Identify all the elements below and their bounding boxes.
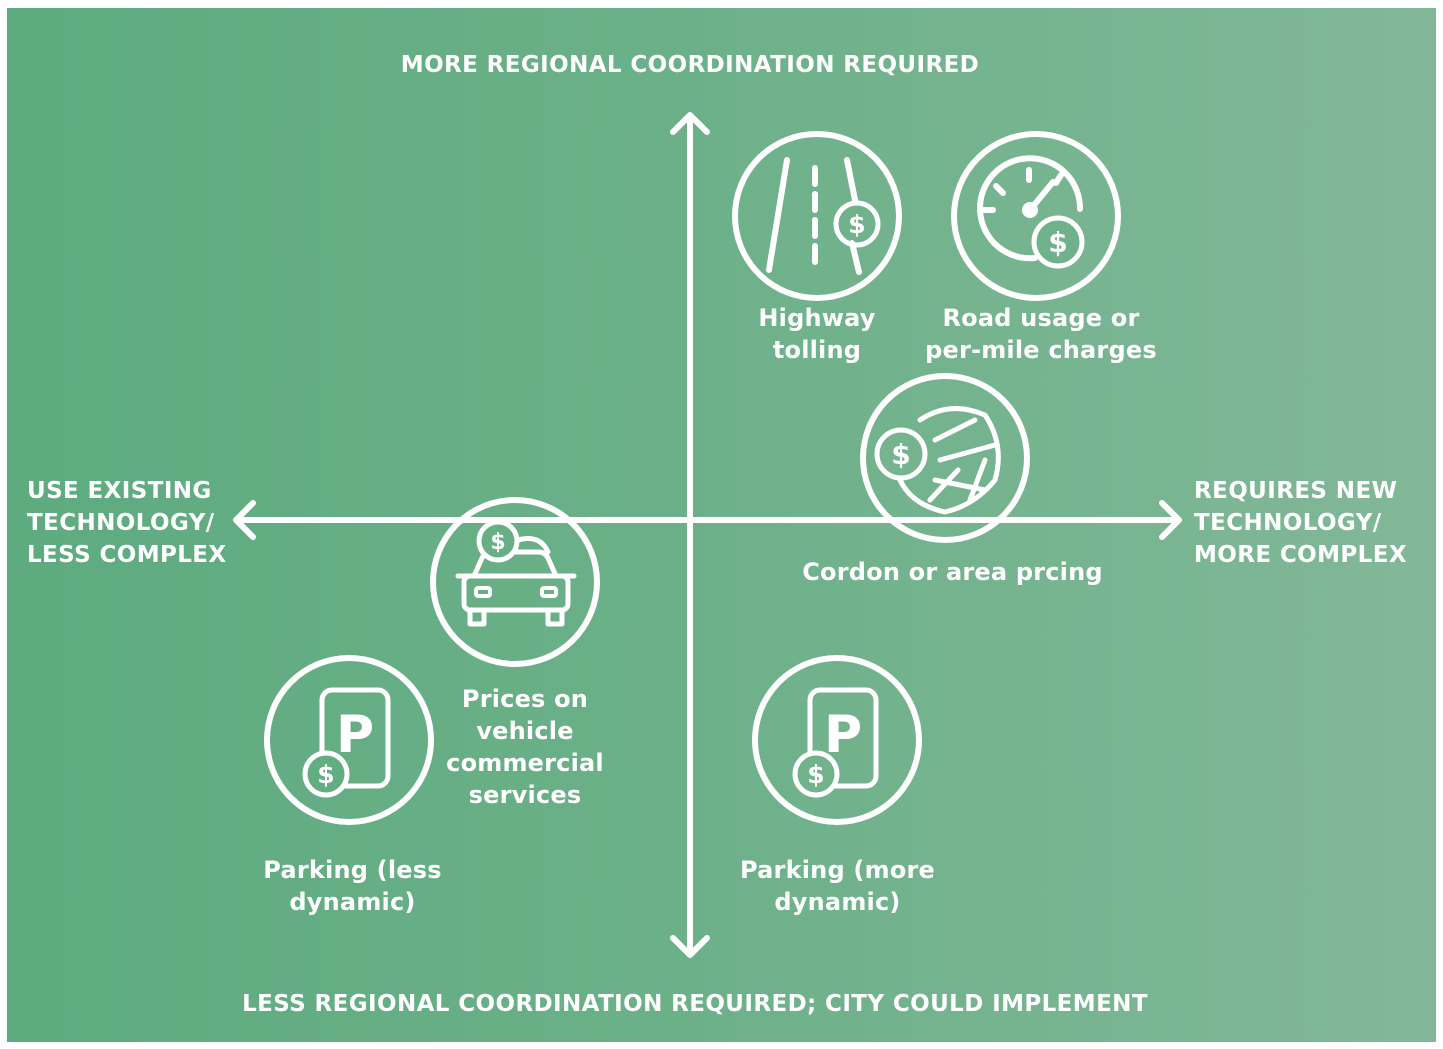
label-parking-less-dynamic: Parking (less dynamic) [263,856,442,916]
parking-sign-letter: P [824,705,862,765]
dollar-icon: $ [807,760,824,789]
dollar-icon: $ [848,210,865,239]
axis-label-top: MORE REGIONAL COORDINATION REQUIRED [400,52,980,78]
horizontal-axis [233,500,1182,540]
parking-dollar-icon-less: P $ [264,655,434,825]
dollar-icon: $ [490,530,505,555]
highway-toll-icon: $ [732,131,902,301]
label-highway-tolling: Highway tolling [758,304,876,364]
parking-dollar-icon-more: P $ [752,655,922,825]
label-road-usage: Road usage or per-mile charges [925,304,1157,364]
map-dollar-icon: $ [860,373,1030,543]
axis-label-bottom: LESS REGIONAL COORDINATION REQUIRED; CIT… [242,991,1148,1017]
car-dollar-icon: $ [430,497,600,667]
dollar-icon: $ [317,760,334,789]
axis-label-left: USE EXISTING TECHNOLOGY/ LESS COMPLEX [27,478,227,568]
axis-label-right: REQUIRES NEW TECHNOLOGY/ MORE COMPLEX [1194,478,1407,568]
label-parking-more-dynamic: Parking (more dynamic) [740,856,935,916]
dollar-icon: $ [1048,226,1067,259]
dollar-icon: $ [891,438,910,471]
label-vehicle-services: Prices on vehicle commercial services [446,685,604,809]
vertical-axis [670,112,710,958]
speedometer-dollar-icon: $ [951,131,1121,301]
label-cordon-pricing: Cordon or area prcing [802,558,1103,586]
parking-sign-letter: P [336,705,374,765]
